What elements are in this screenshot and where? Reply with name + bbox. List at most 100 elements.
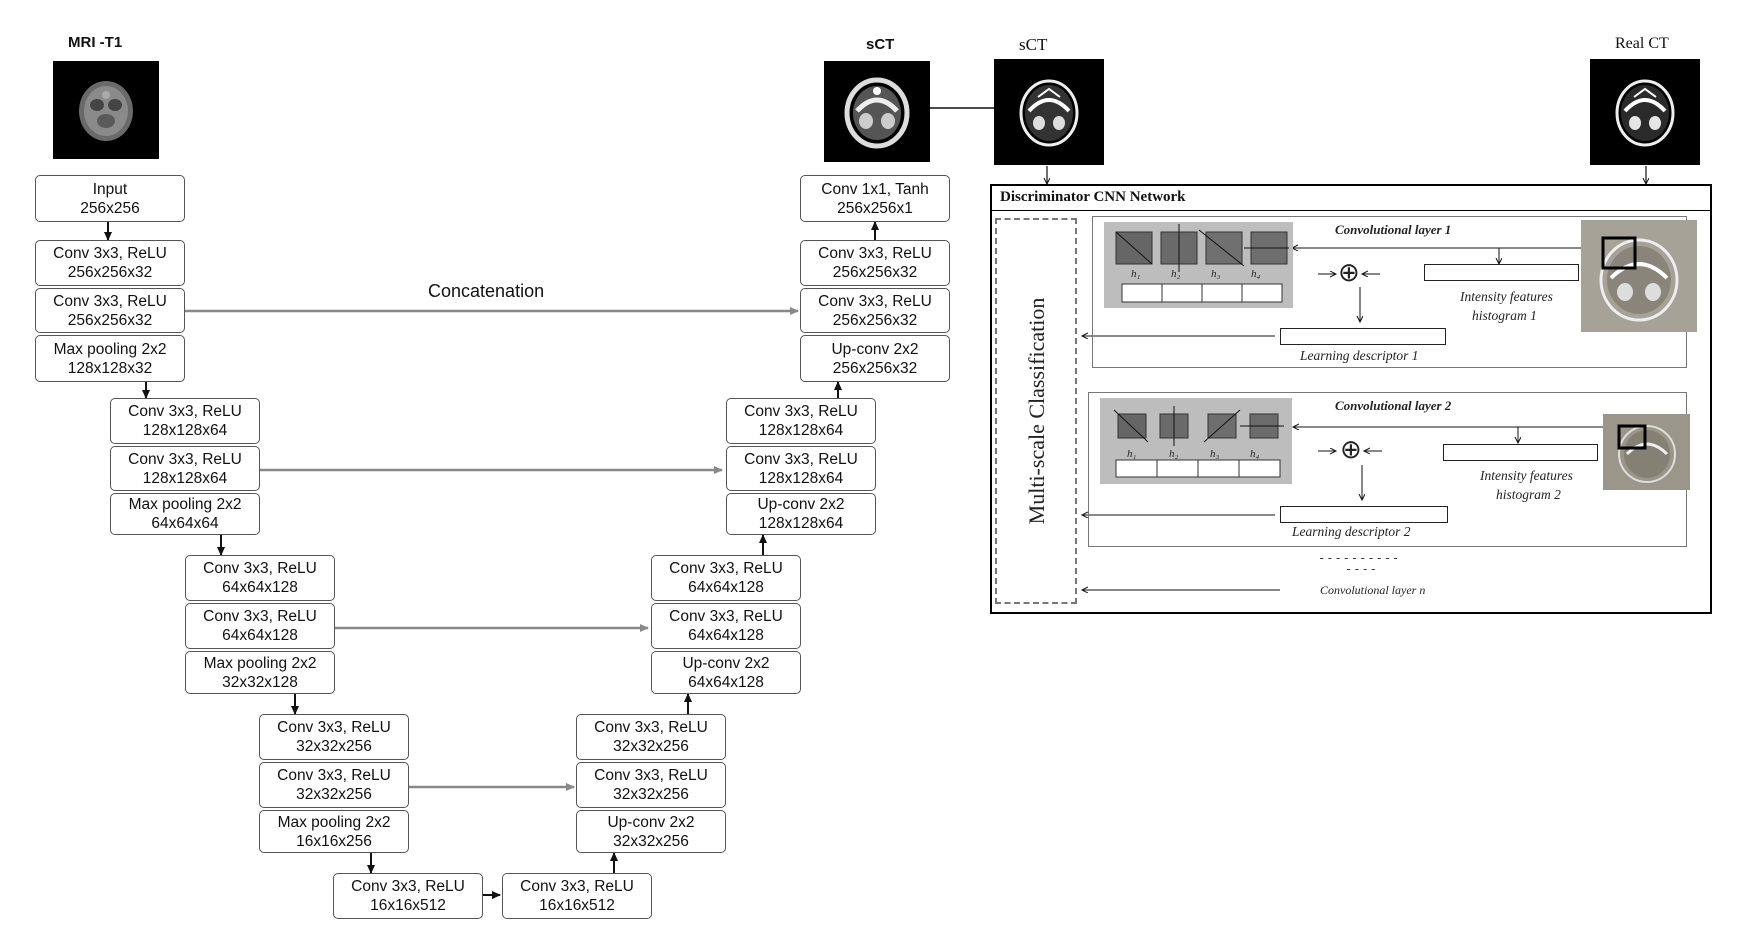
- block-title: Conv 3x3, ReLU: [669, 560, 783, 577]
- learning-descriptor-1-label: Learning descriptor 1: [1300, 348, 1419, 363]
- encoder-conv-block: Conv 3x3, ReLU 256x256x32: [35, 288, 185, 333]
- h4-label: h₄: [1251, 268, 1261, 280]
- multi-scale-classification-box: [995, 218, 1077, 604]
- decoder-output-block: Conv 1x1, Tanh 256x256x1: [800, 175, 950, 222]
- block-title: Up-conv 2x2: [682, 654, 770, 672]
- block-dims: 64x64x128: [688, 627, 764, 644]
- encoder-maxpool-block: Max pooling 2x2 16x16x256: [259, 810, 409, 853]
- h2-label: h₂: [1169, 448, 1179, 460]
- block-dims: 16x16x512: [370, 897, 446, 914]
- encoder-conv-block: Conv 3x3, ReLU 128x128x64: [110, 398, 260, 444]
- block-dims: 256x256: [80, 199, 140, 217]
- encoder-conv-block: Conv 3x3, ReLU 128x128x64: [110, 446, 260, 491]
- block-title: Up-conv 2x2: [831, 340, 919, 358]
- decoder-conv-block: Conv 3x3, ReLU 128x128x64: [726, 398, 876, 444]
- encoder-conv-block: Conv 3x3, ReLU 256x256x32: [35, 240, 185, 286]
- h1-label: h₁: [1127, 448, 1137, 460]
- block-title: Conv 3x3, ReLU: [53, 245, 167, 262]
- decoder-upconv-block: Up-conv 2x2 128x128x64: [726, 493, 876, 535]
- concatenation-label: Concatenation: [428, 281, 545, 301]
- mri-label: MRI -T1: [68, 34, 123, 51]
- block-title: Conv 3x3, ReLU: [818, 245, 932, 262]
- decoder-upconv-block: Up-conv 2x2 64x64x128: [651, 651, 801, 694]
- block-title: Conv 3x3, ReLU: [53, 292, 167, 310]
- sct-input-scan-image: [994, 59, 1104, 165]
- block-title: Max pooling 2x2: [128, 496, 242, 513]
- encoder-maxpool-block: Max pooling 2x2 32x32x128: [185, 651, 335, 694]
- block-dims: 64x64x128: [688, 673, 764, 691]
- real-ct-scan-image: [1590, 59, 1700, 165]
- h3-label: h₃: [1211, 268, 1221, 280]
- block-title: Up-conv 2x2: [757, 496, 845, 513]
- block-title: Max pooling 2x2: [277, 813, 391, 831]
- block-title: Conv 3x3, ReLU: [277, 767, 391, 784]
- conv-layer-2-title: Convolutional layer 2: [1335, 398, 1452, 413]
- block-dims: 256x256x1: [837, 199, 913, 217]
- block-title: Conv 3x3, ReLU: [351, 878, 465, 895]
- encoder-maxpool-block: Max pooling 2x2 128x128x32: [35, 335, 185, 382]
- h2-label: h₂: [1171, 268, 1181, 280]
- conv-layer-1-title: Convolutional layer 1: [1335, 222, 1452, 237]
- conv-layer-2-feature-maps: [1100, 398, 1292, 484]
- block-title: Conv 3x3, ReLU: [594, 767, 708, 784]
- block-dims: 32x32x256: [296, 786, 372, 803]
- block-title: Conv 3x3, ReLU: [818, 292, 932, 310]
- block-title: Conv 3x3, ReLU: [669, 608, 783, 625]
- oplus-1-icon: ⊕: [1338, 258, 1360, 288]
- block-dims: 128x128x64: [142, 469, 228, 487]
- block-dims: 32x32x256: [613, 832, 689, 850]
- decoder-upconv-block: Up-conv 2x2 32x32x256: [576, 810, 726, 853]
- bottleneck-conv-block: Conv 3x3, ReLU 16x16x512: [333, 873, 483, 919]
- ellipsis-dashes-short: ----: [1345, 562, 1378, 576]
- hist-2-line2: histogram 2: [1496, 487, 1561, 502]
- block-title: Max pooling 2x2: [203, 654, 317, 672]
- h1-label: h₁: [1131, 268, 1141, 280]
- block-title: Conv 3x3, ReLU: [520, 878, 634, 895]
- encoder-input-block: Input 256x256: [35, 175, 185, 222]
- sct-generated-scan-image: [824, 61, 930, 162]
- block-title: Up-conv 2x2: [607, 813, 695, 831]
- block-dims: 128x128x64: [758, 422, 844, 439]
- oplus-2-icon: ⊕: [1340, 435, 1362, 465]
- hist-1-line2: histogram 1: [1472, 308, 1537, 323]
- block-title: Conv 3x3, ReLU: [277, 719, 391, 736]
- ellipsis-dashes-long: ----------: [1318, 551, 1401, 565]
- decoder-conv-block: Conv 3x3, ReLU 32x32x256: [576, 714, 726, 760]
- discriminator-title-divider: [990, 210, 1712, 211]
- block-dims: 256x256x32: [67, 311, 153, 329]
- block-title: Conv 3x3, ReLU: [744, 403, 858, 420]
- block-dims: 16x16x256: [296, 832, 372, 850]
- block-dims: 32x32x256: [613, 738, 689, 755]
- block-dims: 128x128x64: [142, 422, 228, 439]
- bottleneck-conv-block: Conv 3x3, ReLU 16x16x512: [502, 873, 652, 919]
- encoder-maxpool-block: Max pooling 2x2 64x64x64: [110, 493, 260, 535]
- block-dims: 128x128x32: [67, 359, 153, 377]
- decoder-conv-block: Conv 3x3, ReLU 32x32x256: [576, 762, 726, 808]
- learning-descriptor-2-label: Learning descriptor 2: [1292, 524, 1411, 539]
- encoder-conv-block: Conv 3x3, ReLU 64x64x128: [185, 555, 335, 601]
- decoder-conv-block: Conv 3x3, ReLU 256x256x32: [800, 240, 950, 286]
- block-dims: 32x32x128: [222, 673, 298, 691]
- decoder-conv-block: Conv 3x3, ReLU 256x256x32: [800, 288, 950, 333]
- block-title: Conv 3x3, ReLU: [128, 403, 242, 420]
- conv-layer-1-input-image: [1581, 220, 1697, 332]
- block-dims: 32x32x256: [613, 786, 689, 803]
- sct-input-label: sCT: [1019, 35, 1048, 54]
- block-title: Conv 1x1, Tanh: [821, 180, 929, 198]
- conv-layer-n-label: Convolutional layer n: [1320, 583, 1426, 597]
- sct-generated-label: sCT: [866, 36, 895, 53]
- intensity-histogram-1-bar: [1424, 264, 1579, 281]
- decoder-conv-block: Conv 3x3, ReLU 128x128x64: [726, 446, 876, 491]
- block-dims: 64x64x128: [222, 579, 298, 596]
- encoder-conv-block: Conv 3x3, ReLU 32x32x256: [259, 714, 409, 760]
- h4-label: h₄: [1250, 448, 1260, 460]
- block-title: Input: [92, 180, 128, 198]
- hist-2-line1: Intensity features: [1480, 468, 1573, 483]
- block-dims: 64x64x128: [222, 627, 298, 644]
- encoder-conv-block: Conv 3x3, ReLU 64x64x128: [185, 603, 335, 649]
- encoder-conv-block: Conv 3x3, ReLU 32x32x256: [259, 762, 409, 808]
- decoder-upconv-block: Up-conv 2x2 256x256x32: [800, 335, 950, 382]
- block-title: Conv 3x3, ReLU: [594, 719, 708, 736]
